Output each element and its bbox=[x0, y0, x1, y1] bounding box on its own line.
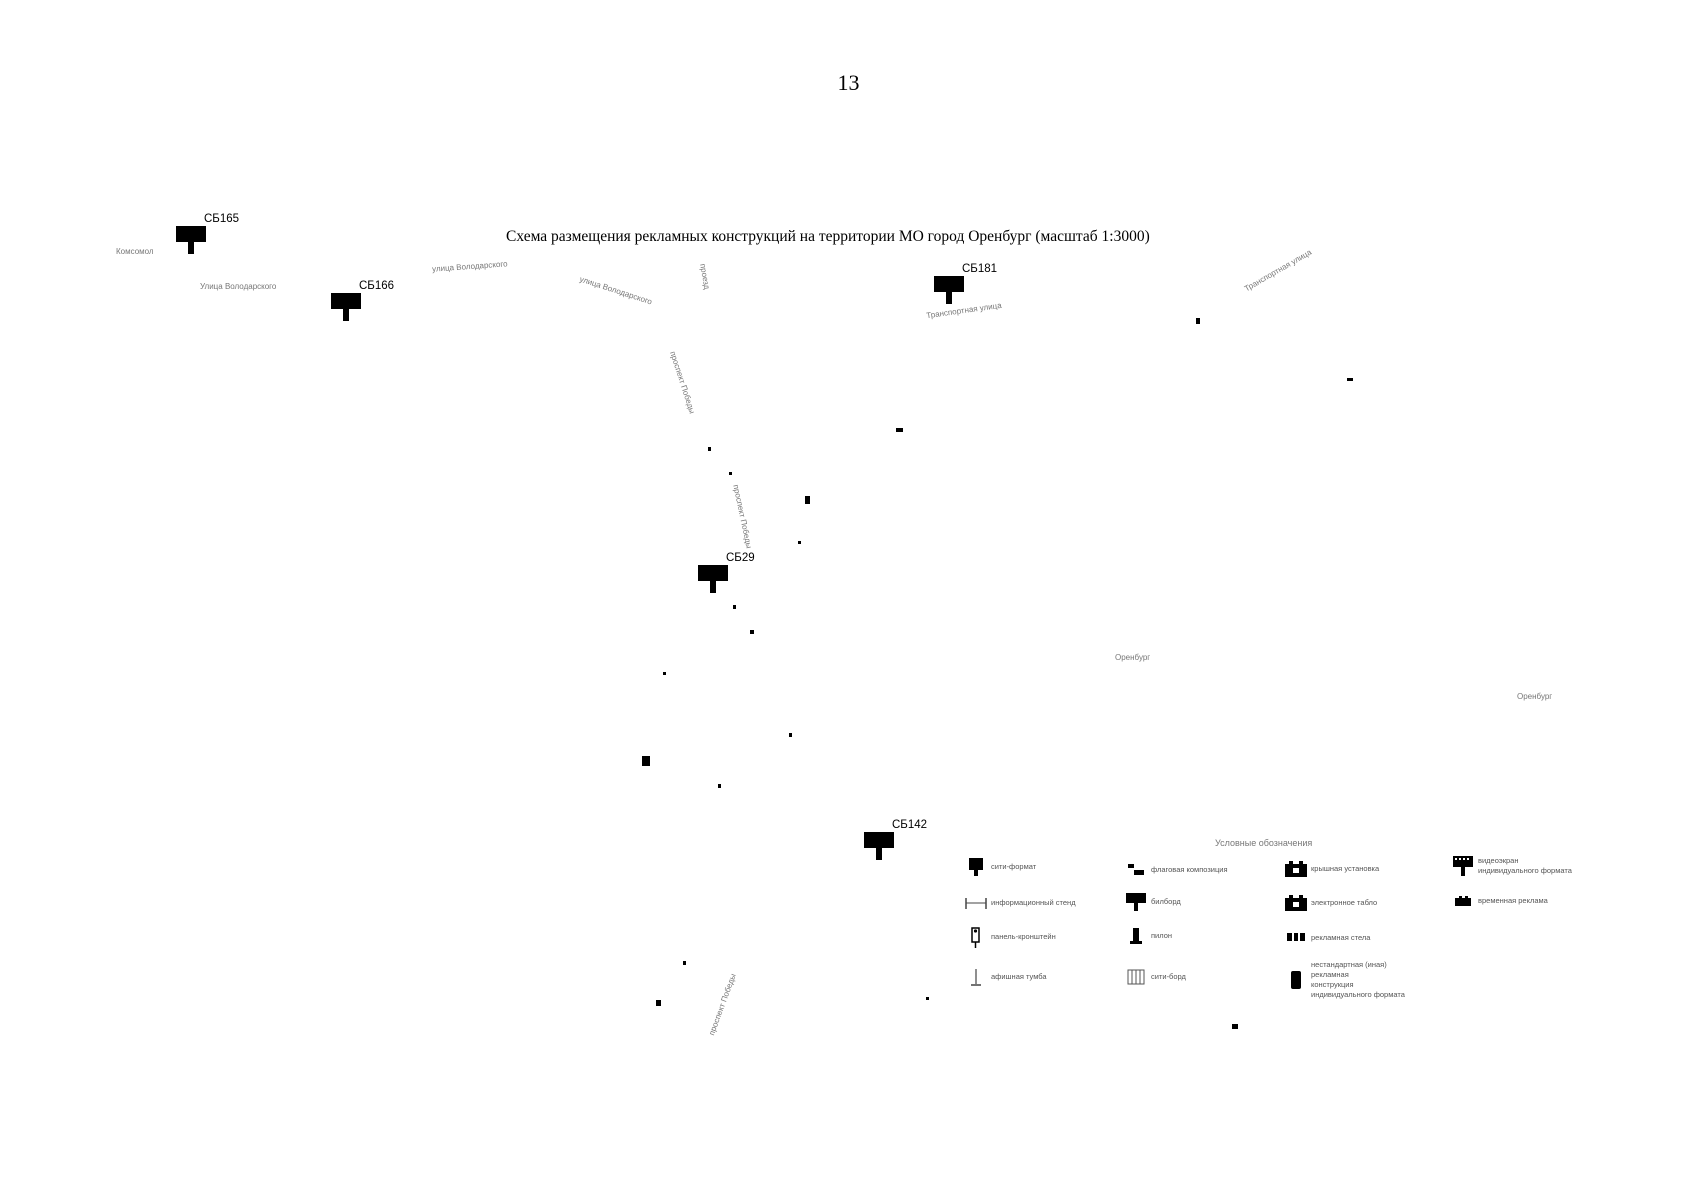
marker-label: СБ166 bbox=[359, 280, 395, 292]
map-speck bbox=[642, 756, 650, 766]
legend-item-pylon: пилон bbox=[1125, 927, 1172, 945]
temporary-ad-icon bbox=[1452, 892, 1474, 910]
legend-label: видеоэкран индивидуального формата bbox=[1478, 856, 1572, 875]
street-label: Улица Володарского bbox=[200, 282, 277, 291]
billboard-marker-sb29[interactable]: СБ29 bbox=[698, 552, 755, 593]
marker-label: СБ181 bbox=[962, 263, 998, 275]
legend-label: панель-кронштейн bbox=[991, 932, 1056, 941]
map-speck bbox=[1347, 378, 1353, 381]
info-stand-icon bbox=[965, 894, 987, 912]
map-speck bbox=[718, 784, 721, 788]
street-label: Транспортная улица bbox=[1242, 247, 1314, 294]
city-board-icon bbox=[1125, 968, 1147, 986]
billboard-marker-sb166[interactable]: СБ166 bbox=[331, 280, 394, 321]
legend-item-electronic-board: электронное табло bbox=[1285, 894, 1377, 912]
legend-label: билборд bbox=[1151, 897, 1181, 906]
street-label: улица Володарского bbox=[578, 274, 654, 307]
legend-label: афишная тумба bbox=[991, 972, 1047, 981]
street-label: проспект Победы bbox=[707, 972, 738, 1037]
legend-item-city-format: сити-формат bbox=[965, 858, 1036, 876]
billboard-marker-sb142[interactable]: СБ142 bbox=[864, 819, 927, 860]
map-speck bbox=[789, 733, 792, 737]
flag-composition-icon bbox=[1125, 861, 1147, 879]
map-speck bbox=[683, 961, 686, 965]
billboard-icon bbox=[176, 226, 206, 254]
legend-label: электронное табло bbox=[1311, 898, 1378, 907]
map-speck bbox=[896, 428, 903, 432]
map-speck bbox=[656, 1000, 661, 1006]
roof-installation-icon bbox=[1285, 860, 1307, 878]
legend-item-info-stand: информационный стенд bbox=[965, 894, 1076, 912]
bracket-panel-icon bbox=[965, 927, 987, 948]
legend-item-billboard: билборд bbox=[1125, 893, 1181, 911]
map-speck bbox=[1196, 318, 1200, 324]
legend-label: временная реклама bbox=[1478, 896, 1548, 905]
street-label: проспект Победы bbox=[731, 483, 754, 550]
street-label: Оренбург bbox=[1517, 692, 1553, 701]
legend-label: флаговая композиция bbox=[1151, 865, 1228, 874]
marker-label: СБ29 bbox=[726, 552, 755, 564]
video-screen-icon bbox=[1452, 856, 1474, 876]
legend-item-bracket-panel: панель-кронштейн bbox=[965, 927, 1056, 948]
map-title: Схема размещения рекламных конструкций н… bbox=[506, 228, 1150, 245]
street-label: проезд bbox=[698, 263, 712, 290]
map-speck bbox=[1232, 1024, 1238, 1029]
map-speck bbox=[798, 541, 801, 544]
legend-label: информационный стенд bbox=[991, 898, 1076, 907]
street-label: Комсомол bbox=[116, 247, 154, 256]
legend-item-poster-column: афишная тумба bbox=[965, 968, 1047, 986]
legend-label: крышная установка bbox=[1311, 864, 1380, 873]
custom-structure-icon bbox=[1285, 971, 1307, 989]
legend-label: пилон bbox=[1151, 931, 1173, 940]
street-label: проспект Победы bbox=[668, 350, 697, 415]
legend-item-video-screen: видеоэкран индивидуального формата bbox=[1452, 856, 1572, 876]
map-speck bbox=[733, 605, 736, 609]
map-speck bbox=[926, 997, 929, 1000]
city-format-icon bbox=[965, 858, 987, 876]
marker-label: СБ165 bbox=[204, 213, 240, 225]
legend-label: нестандартная (иная) рекламная конструкц… bbox=[1311, 960, 1405, 999]
map-speck bbox=[708, 447, 711, 451]
billboard-marker-sb181[interactable]: СБ181 bbox=[934, 263, 997, 304]
billboard-icon bbox=[698, 565, 728, 593]
street-label: Оренбург bbox=[1115, 653, 1151, 662]
billboard-icon bbox=[1125, 893, 1147, 911]
billboard-icon bbox=[864, 832, 894, 860]
legend-item-roof-installation: крышная установка bbox=[1285, 860, 1379, 878]
pylon-icon bbox=[1125, 927, 1147, 945]
billboard-icon bbox=[934, 276, 964, 304]
map-speck bbox=[663, 672, 666, 675]
billboard-marker-sb165[interactable]: СБ165 bbox=[176, 213, 239, 254]
legend-item-flag-composition: флаговая композиция bbox=[1125, 861, 1228, 879]
poster-column-icon bbox=[965, 968, 987, 986]
billboard-icon bbox=[331, 293, 361, 321]
legend-title: Условные обозначения bbox=[1215, 838, 1313, 848]
page-number: 13 bbox=[837, 70, 860, 95]
legend-label: рекламная стела bbox=[1311, 933, 1371, 942]
legend-item-stele: рекламная стела bbox=[1285, 929, 1370, 947]
legend-item-temporary-ad: временная реклама bbox=[1452, 892, 1548, 910]
legend-item-custom-structure: нестандартная (иная) рекламная конструкц… bbox=[1285, 960, 1405, 1000]
map-speck bbox=[750, 630, 754, 634]
map-speck bbox=[729, 472, 732, 475]
electronic-board-icon bbox=[1285, 894, 1307, 912]
legend-label: сити-формат bbox=[991, 862, 1037, 871]
stele-icon bbox=[1285, 929, 1307, 947]
street-label: улица Володарского bbox=[431, 259, 508, 274]
legend-item-city-board: сити-борд bbox=[1125, 968, 1186, 986]
map-speck bbox=[805, 496, 810, 504]
legend-label: сити-борд bbox=[1151, 972, 1186, 981]
marker-label: СБ142 bbox=[892, 819, 928, 831]
